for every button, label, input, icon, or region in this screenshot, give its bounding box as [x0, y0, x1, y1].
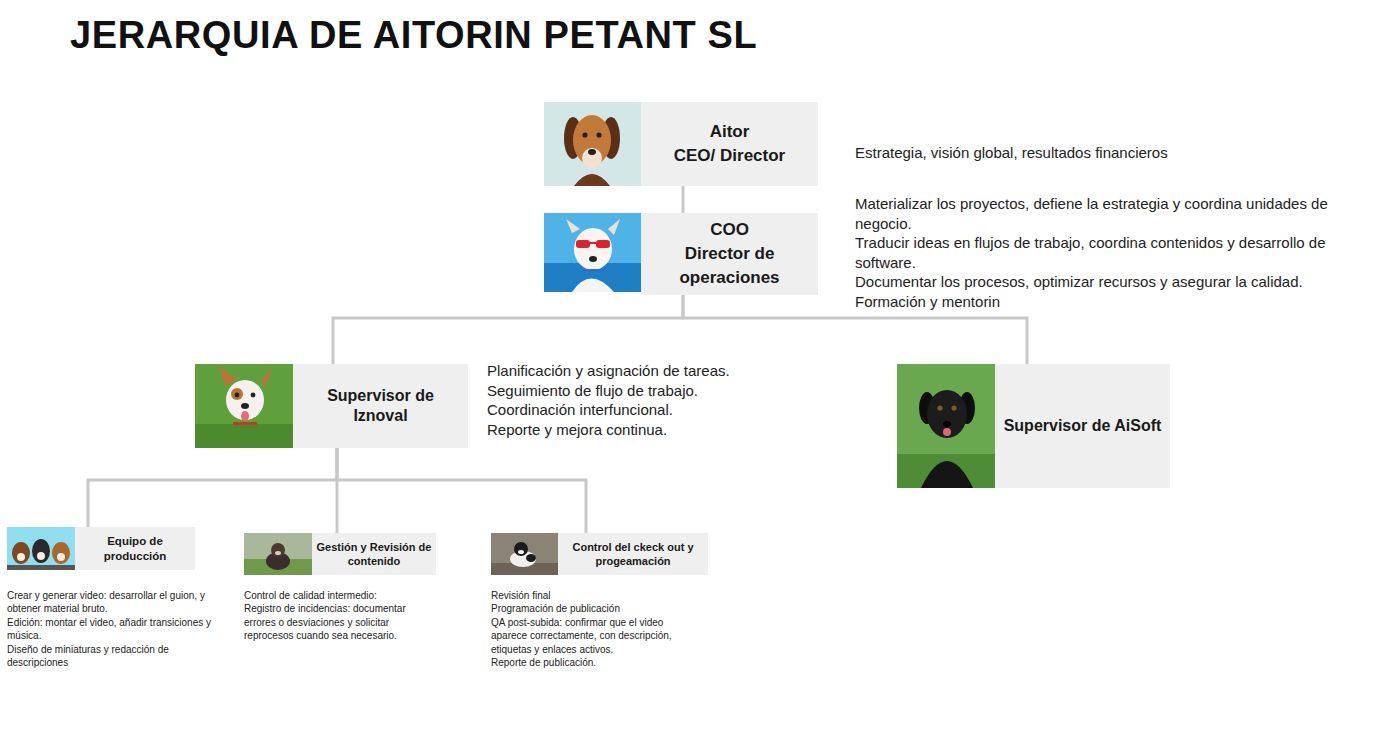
role-description: Registro de incidencias: documentar erro…	[244, 602, 439, 642]
role-description: Materializar los proyectos, defiene la e…	[855, 194, 1375, 233]
org-box: Supervisor de AiSoft	[995, 364, 1170, 488]
org-box: Supervisor de Iznoval	[293, 364, 468, 448]
box-content: Supervisor de Iznoval	[301, 386, 460, 426]
dog-photo	[544, 213, 641, 292]
role-description: QA post-subida: confirmar que el video a…	[491, 616, 676, 656]
role-description: Seguimiento de flujo de trabajo.	[487, 381, 787, 401]
org-connector	[337, 448, 586, 533]
role-description: Crear y generar video: desarrollar el gu…	[7, 589, 212, 616]
description-list: Control de calidad intermedio:Registro d…	[244, 589, 439, 643]
role-description: Edición: montar el video, añadir transic…	[7, 616, 212, 643]
box-content: Control del ckeck out y progeamación	[562, 540, 704, 568]
role-description: Estrategia, visión global, resultados fi…	[855, 143, 1375, 163]
box-subtitle: CEO/ Director	[649, 144, 810, 168]
role-description: Revisión final	[491, 589, 676, 602]
box-content: Supervisor de AiSoft	[1003, 414, 1162, 438]
dog-photo	[244, 533, 312, 575]
description-list: Materializar los proyectos, defiene la e…	[855, 194, 1375, 311]
box-content: Gestión y Revisión de contenido	[316, 540, 432, 568]
org-box: Control del ckeck out y progeamación	[558, 533, 708, 575]
role-description: Control de calidad intermedio:	[244, 589, 439, 602]
box-title: Supervisor de AiSoft	[1003, 414, 1162, 438]
role-description: Planificación y asignación de tareas.	[487, 361, 787, 381]
role-description: Traducir ideas en flujos de trabajo, coo…	[855, 233, 1375, 272]
role-description: Reporte de publicación.	[491, 656, 676, 669]
box-title: Aitor	[649, 120, 810, 144]
box-title: Supervisor de Iznoval	[301, 386, 460, 426]
description-list: Crear y generar video: desarrollar el gu…	[7, 589, 212, 669]
box-content: AitorCEO/ Director	[649, 120, 810, 168]
org-connector	[333, 295, 683, 364]
org-box: Gestión y Revisión de contenido	[312, 533, 436, 575]
description-list: Planificación y asignación de tareas.Seg…	[487, 361, 787, 439]
box-content: Equipo de producción	[80, 534, 190, 564]
box-title: Control del ckeck out y progeamación	[562, 540, 704, 568]
description-list: Revisión finalProgramación de publicació…	[491, 589, 676, 669]
role-description: Coordinación interfuncional.	[487, 400, 787, 420]
dog-photo	[7, 527, 75, 570]
box-title: COO	[649, 218, 810, 242]
org-box: COODirector de operaciones	[641, 213, 818, 295]
box-subtitle: Director de operaciones	[649, 242, 810, 290]
dog-photo	[491, 533, 558, 575]
org-box: AitorCEO/ Director	[641, 102, 818, 186]
role-description: Reporte y mejora continua.	[487, 420, 787, 440]
role-description: Documentar los procesos, optimizar recur…	[855, 272, 1375, 292]
role-description: Diseño de miniaturas y redacción de desc…	[7, 643, 212, 670]
description-list: Estrategia, visión global, resultados fi…	[855, 143, 1375, 163]
org-box: Equipo de producción	[75, 527, 195, 570]
role-description: Formación y mentorin	[855, 292, 1375, 312]
box-title: Gestión y Revisión de contenido	[316, 540, 432, 568]
box-content: COODirector de operaciones	[649, 218, 810, 290]
box-title: Equipo de producción	[80, 534, 190, 564]
page-title: JERARQUIA DE AITORIN PETANT SL	[70, 14, 757, 57]
dog-photo	[544, 102, 641, 186]
dog-photo	[897, 364, 995, 488]
org-connector	[682, 186, 685, 213]
dog-photo	[195, 364, 293, 448]
role-description: Programación de publicación	[491, 602, 676, 615]
org-connector	[88, 448, 337, 527]
